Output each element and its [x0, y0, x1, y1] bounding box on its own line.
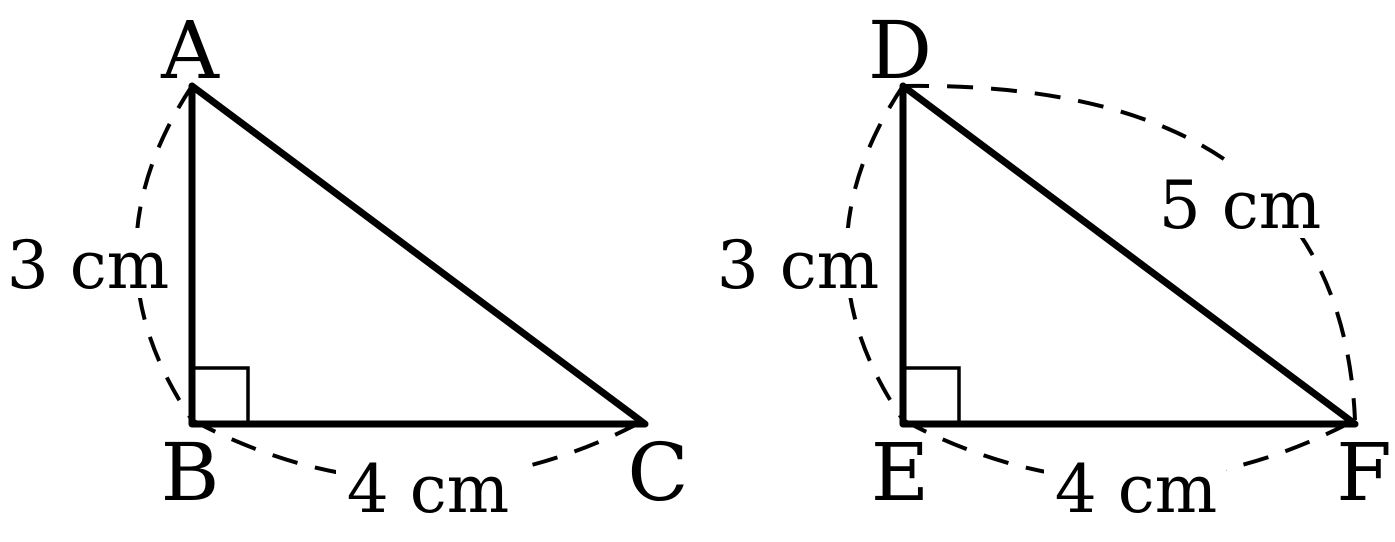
vertex-label-d: D	[868, 4, 932, 97]
right-angle-mark-b	[192, 366, 250, 424]
vertex-label-a: A	[160, 4, 220, 97]
vertex-label-b: B	[161, 426, 220, 519]
triangle-abc: A B C 3 cm 4 cm	[2, 4, 689, 528]
right-angle-mark-e	[903, 366, 961, 424]
arc-df	[902, 83, 1357, 421]
vertex-label-e: E	[871, 426, 929, 519]
length-label-bc: 4 cm	[347, 451, 510, 528]
length-label-ef: 4 cm	[1055, 451, 1218, 528]
vertex-label-f: F	[1336, 426, 1392, 519]
triangle-def: D E F 3 cm 4 cm 5 cm	[712, 4, 1392, 528]
triangle-def-edges	[899, 82, 1359, 428]
length-label-ab: 3 cm	[7, 227, 170, 304]
triangle-abc-edges	[188, 82, 649, 428]
vertex-label-c: C	[627, 426, 688, 519]
length-label-df: 5 cm	[1159, 167, 1322, 244]
length-label-de: 3 cm	[717, 227, 880, 304]
